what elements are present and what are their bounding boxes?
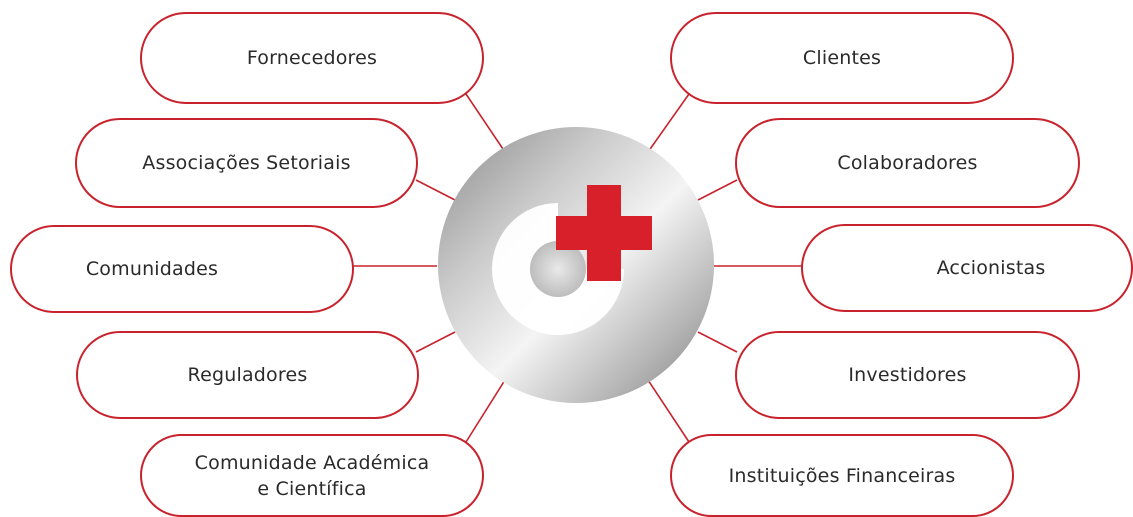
node-comunidade-academica: Comunidade Académica e Científica <box>140 434 484 517</box>
node-accionistas: Accionistas <box>801 224 1133 312</box>
node-label: Fornecedores <box>246 47 378 69</box>
node-label-line1: Comunidade Académica <box>194 451 430 474</box>
connector-colaboradores <box>697 179 738 201</box>
node-label: Clientes <box>802 47 882 69</box>
connector-clientes <box>647 93 690 153</box>
node-instituicoes-financeiras: Instituições Financeiras <box>670 434 1014 517</box>
connector-reguladores <box>415 331 456 353</box>
node-label: Associações Setoriais <box>142 152 351 174</box>
node-label: Reguladores <box>187 364 308 386</box>
node-investidores: Investidores <box>735 331 1080 419</box>
node-label: Colaboradores <box>837 152 978 174</box>
connector-associacoes <box>415 179 456 201</box>
red-cross-logo-icon <box>492 185 652 335</box>
node-associacoes-setoriais: Associações Setoriais <box>75 118 418 208</box>
node-colaboradores: Colaboradores <box>735 118 1080 208</box>
node-label: Instituições Financeiras <box>728 464 956 487</box>
node-label: Investidores <box>848 364 967 386</box>
connector-investidores <box>697 331 738 353</box>
node-fornecedores: Fornecedores <box>140 12 484 104</box>
node-reguladores: Reguladores <box>76 331 419 419</box>
node-label-line2: e Científica <box>257 477 367 500</box>
node-clientes: Clientes <box>670 12 1014 104</box>
node-comunidades: Comunidades <box>10 225 354 313</box>
connector-fornecedores <box>465 93 506 153</box>
node-label: Accionistas <box>936 257 1046 279</box>
connector-financeiras <box>647 379 690 443</box>
node-label: Comunidades <box>85 258 219 280</box>
central-hub <box>438 127 714 403</box>
connector-academica <box>465 379 506 443</box>
